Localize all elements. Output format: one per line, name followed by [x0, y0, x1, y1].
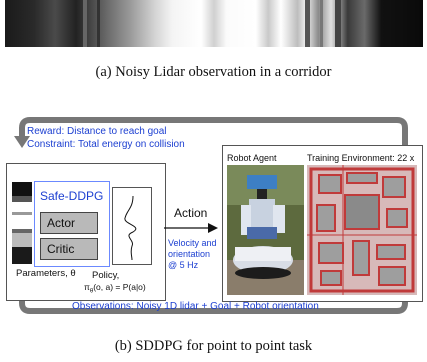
training-map	[307, 165, 417, 295]
action-detail-line2: orientation	[168, 249, 211, 259]
action-label: Action	[174, 206, 208, 220]
actor-block: Actor	[40, 212, 98, 234]
action-detail-line3: @ 5 Hz	[168, 260, 199, 270]
safe-ddpg-title: Safe-DDPG	[40, 189, 104, 203]
robot-image	[227, 165, 304, 295]
policy-curve	[124, 195, 137, 261]
robot-photo	[227, 165, 304, 295]
map-image	[307, 165, 417, 295]
policy-subscript: θ	[89, 288, 94, 295]
policy-plot	[112, 187, 152, 265]
action-detail-line1: Velocity and	[168, 238, 217, 248]
caption-b: (b) SDDPG for point to point task	[114, 338, 313, 354]
critic-block: Critic	[40, 238, 98, 260]
policy-formula: πθ(o, a) = P(a|o)	[84, 282, 146, 298]
lidar-strip-graphic	[5, 0, 423, 47]
policy-label: Policy,	[92, 270, 120, 281]
policy-symbol: π	[84, 282, 90, 292]
lidar-strip	[5, 0, 423, 47]
robot-agent-label: Robot Agent	[227, 153, 277, 163]
observations-label: Observations: Noisy 1D lidar + Goal + Ro…	[72, 301, 319, 312]
parameters-label: Parameters, θ	[16, 268, 76, 279]
action-arrow	[164, 223, 218, 233]
caption-a: (a) Noisy Lidar observation in a corrido…	[95, 64, 332, 80]
action-detail: Velocity and orientation @ 5 Hz	[168, 238, 217, 271]
policy-formula-rest: (o, a) = P(a|o)	[93, 282, 146, 292]
reward-label: Reward: Distance to reach goal	[27, 126, 167, 137]
lidar-thumbnail	[12, 182, 32, 264]
constraint-label: Constraint: Total energy on collision	[27, 139, 185, 150]
